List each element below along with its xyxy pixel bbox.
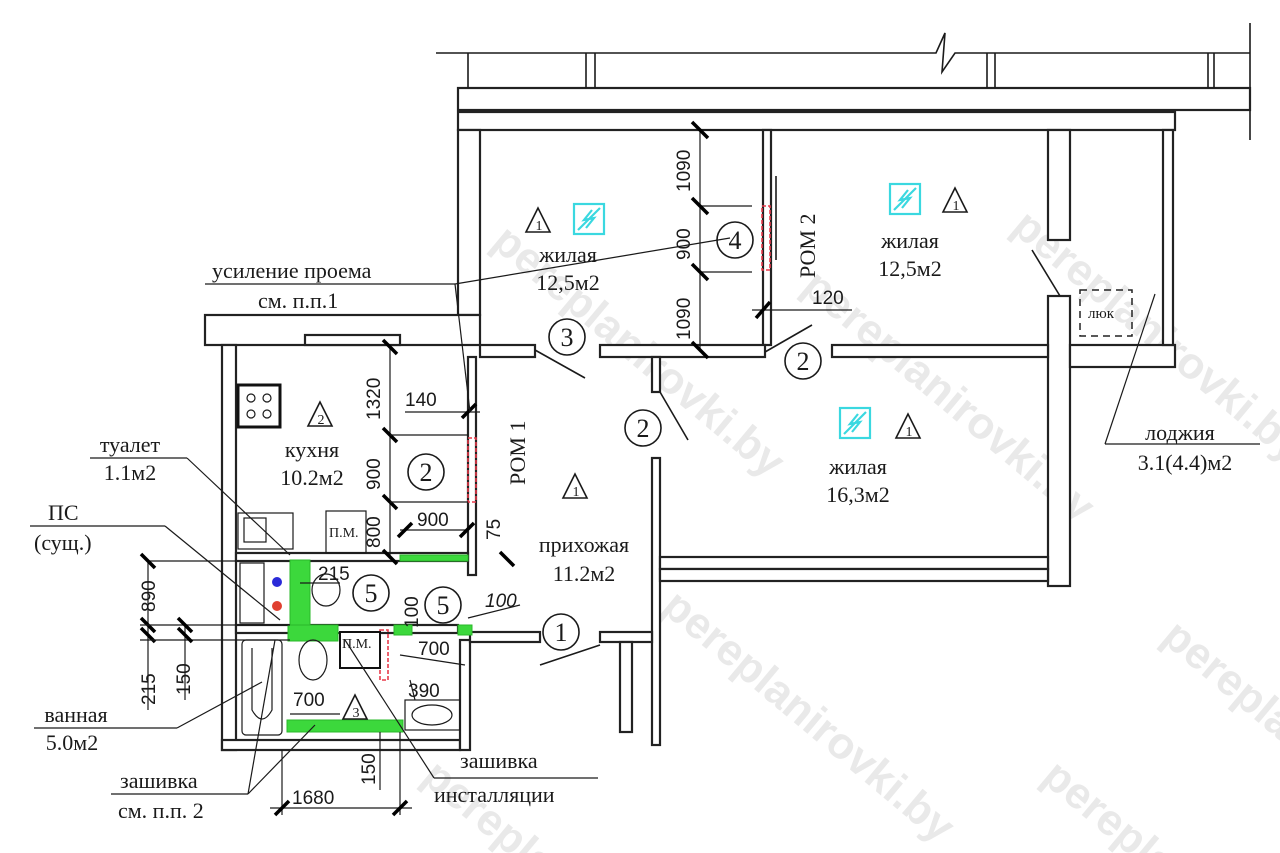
room-name: лоджия (1145, 420, 1215, 445)
rom1-label: РОМ 1 (505, 421, 530, 485)
bathtub-icon (241, 639, 283, 736)
marker-2: 2 (420, 458, 433, 487)
sink-icon (237, 512, 294, 550)
marker-5: 5 (365, 579, 378, 608)
fixtures (236, 289, 1133, 736)
dim-390: 390 (408, 681, 440, 702)
electric-panel-icon (572, 202, 606, 236)
callout-boxing-1: зашивка (120, 768, 198, 793)
toilet-icon (298, 639, 328, 681)
dim-150: 150 (359, 753, 380, 785)
dim-900: 900 (364, 458, 385, 490)
watermark: pereplanirovki.by (1004, 200, 1280, 472)
hatch-box (1079, 289, 1133, 337)
room-name: кухня (285, 437, 339, 462)
callout-riser-1: ПС (48, 500, 79, 525)
triangle-mark (524, 206, 552, 233)
walls (203, 110, 1177, 752)
dim-120: 120 (812, 288, 844, 309)
marker-5: 5 (437, 591, 450, 620)
toilet-icon-2 (311, 573, 341, 607)
dim-700: 700 (418, 639, 450, 660)
room-name: туалет (100, 432, 161, 457)
dim-215: 215 (139, 673, 160, 705)
dim-1090: 1090 (674, 150, 695, 192)
callout-installation-1: зашивка (460, 748, 538, 773)
dim-75: 75 (484, 519, 505, 540)
dim-890: 890 (139, 580, 160, 612)
watermark: pereplanirovki.by (1034, 750, 1280, 853)
triangle-mark (341, 693, 369, 720)
washer-box (325, 510, 367, 554)
dim-1090: 1090 (674, 298, 695, 340)
callout-opening-2: см. п.п.1 (258, 288, 338, 313)
dim-100: 100 (402, 596, 423, 628)
svg-text:3: 3 (353, 706, 360, 721)
room-area: 1.1м2 (104, 460, 156, 485)
room-area: 12,5м2 (536, 270, 599, 295)
dim-215: 215 (318, 564, 350, 585)
pm-label: П.М. (329, 526, 359, 541)
room-name: ванная (44, 702, 107, 727)
new-partitions (286, 554, 473, 733)
dim-140: 140 (405, 390, 437, 411)
doors (534, 249, 1061, 666)
dim-900: 900 (417, 510, 449, 531)
pm-label: П.М. (342, 637, 372, 652)
callout-installation-2: инсталляции (434, 782, 555, 807)
triangle-mark (894, 412, 922, 439)
callout-riser-2: (сущ.) (34, 530, 92, 555)
watermarks: pereplanirovki.by pereplanirovki.by pere… (414, 200, 1280, 853)
room-name: жилая (828, 454, 887, 479)
dim-1320: 1320 (364, 378, 385, 420)
electric-panel-icon (888, 182, 922, 216)
room-area: 16,3м2 (826, 482, 889, 507)
room-name: прихожая (539, 532, 629, 557)
dim-900: 900 (674, 228, 695, 260)
dim-700: 700 (293, 690, 325, 711)
dim-800: 800 (364, 516, 385, 548)
triangle-mark (941, 186, 969, 213)
stove-icon (236, 383, 282, 429)
callout-opening-1: усиление проема (212, 258, 372, 283)
top-facade (436, 23, 1252, 140)
room-area: 3.1(4.4)м2 (1138, 450, 1233, 475)
room-area: 11.2м2 (553, 561, 616, 586)
dim-1680: 1680 (292, 788, 334, 809)
marker-4: 4 (729, 226, 742, 255)
electric-icons (572, 182, 922, 440)
callout-boxing-2: см. п.п. 2 (118, 798, 204, 823)
room-name: жилая (880, 228, 939, 253)
room-area: 12,5м2 (878, 256, 941, 281)
svg-text:1: 1 (906, 425, 913, 440)
svg-text:1: 1 (536, 219, 543, 234)
dimension-labels: 1090 900 1090 120 1320 140 900 800 900 7… (139, 150, 844, 809)
circle-markers (352, 221, 822, 651)
room-area: 5.0м2 (46, 730, 98, 755)
marker-1: 1 (555, 618, 568, 647)
triangle-marks (306, 186, 969, 720)
riser-box (239, 562, 265, 624)
electric-panel-icon (838, 406, 872, 440)
washer-box-2 (339, 631, 381, 669)
watermark: pereplanirovki.by (1154, 610, 1280, 853)
marker-2: 2 (797, 347, 810, 376)
watermark: pereplanirovki.by (654, 580, 965, 852)
dimension-lines (30, 120, 1260, 817)
svg-text:1: 1 (573, 485, 580, 500)
svg-text:1: 1 (953, 199, 960, 214)
marker-2: 2 (637, 414, 650, 443)
hatch-label: люк (1088, 306, 1115, 322)
room-name: жилая (538, 242, 597, 267)
svg-text:2: 2 (318, 413, 325, 428)
washbasin-icon (404, 699, 461, 731)
triangle-numbers: 1 1 1 1 2 3 (318, 199, 960, 721)
marker-3: 3 (561, 323, 574, 352)
rom2-label: РОМ 2 (795, 214, 820, 278)
room-area: 10.2м2 (280, 465, 343, 490)
triangle-mark (306, 400, 334, 427)
triangle-mark (561, 472, 589, 499)
dim-150: 150 (174, 663, 195, 695)
dim-100: 100 (485, 591, 517, 612)
